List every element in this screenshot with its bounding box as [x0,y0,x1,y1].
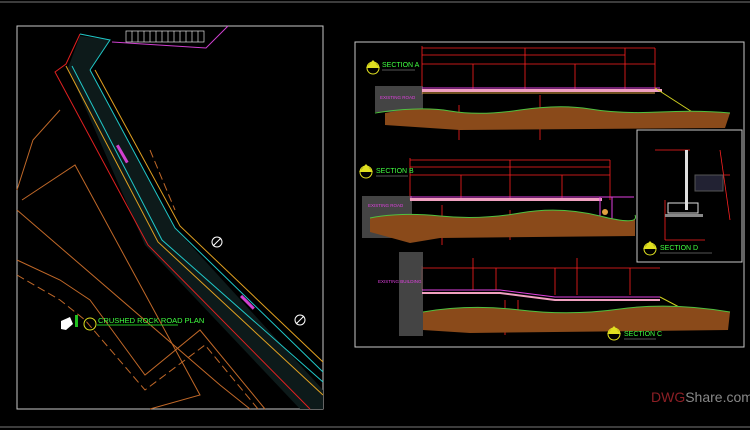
section-d-marker: D [648,248,651,253]
section-a-title: SECTION A [382,62,420,69]
section-c-marker: C [612,333,615,338]
section-c-title: SECTION C [624,331,662,338]
section-a-drawing: EXISTING ROAD A SECTION A [366,46,731,140]
section-b-existing-label: EXISTING ROAD [368,203,404,208]
watermark-part1: DWG [651,389,686,405]
watermark-logo: DWGShare.com [651,389,750,405]
watermark-part2: Share.com [685,389,750,405]
sections-viewport: EXISTING ROAD A SECTION A EXISTING ROAD [354,41,745,348]
north-arrow-icon [61,315,78,330]
plan-title: CRUSHED ROCK ROAD PLAN [98,316,204,325]
section-c-drawing: EXISTING BUILDING C SECTION C [378,252,731,341]
section-a-existing-label: EXISTING ROAD [380,95,416,100]
section-d-title: SECTION D [660,245,698,252]
section-b-marker: B [364,171,367,176]
section-a-marker: A [371,67,374,72]
section-b-title: SECTION B [376,168,414,175]
section-b-drawing: EXISTING ROAD B SECTION B [359,158,637,245]
section-c-existing-label: EXISTING BUILDING [378,279,422,284]
section-d-drawing: D SECTION D [636,129,743,263]
plan-title-bubble [83,317,97,331]
road-plan-viewport: CRUSHED ROCK ROAD PLAN [16,25,324,410]
